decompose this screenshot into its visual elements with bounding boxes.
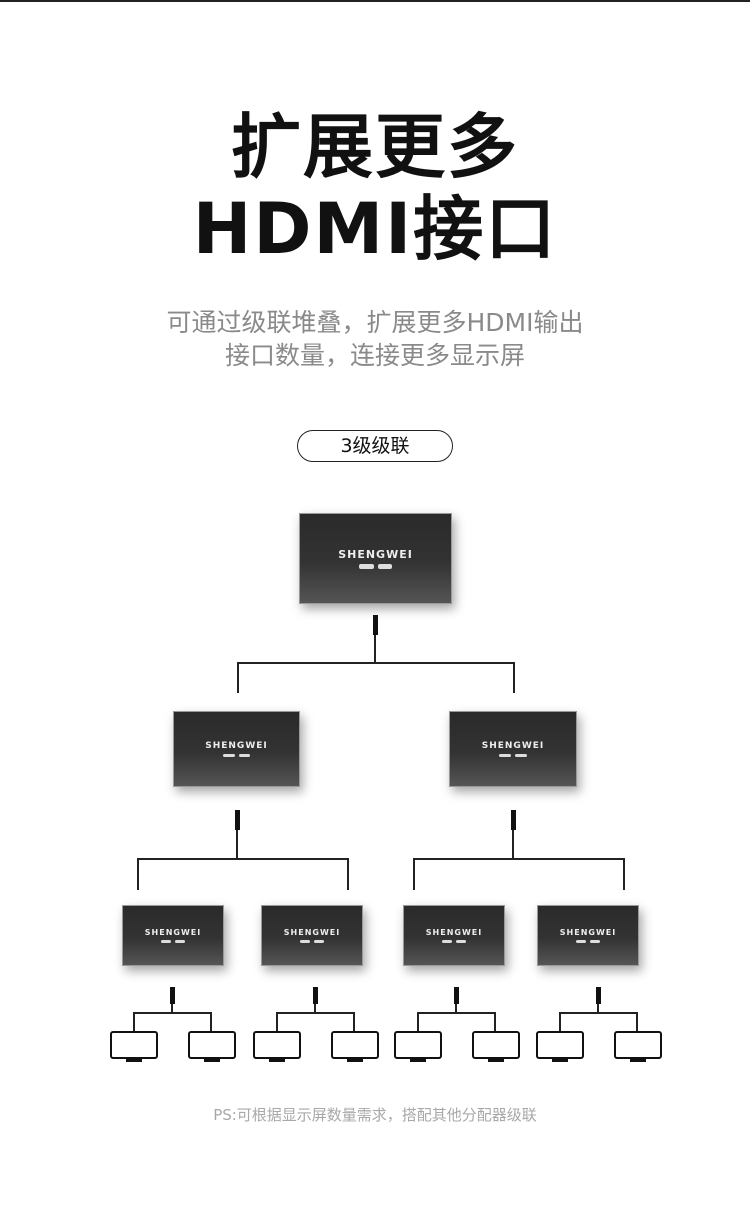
hdmi-plug	[373, 615, 378, 635]
subtitle-line1: 可通过级联堆叠，扩展更多HDMI输出	[166, 308, 584, 337]
splitter-level-3: SHENGWEI	[122, 905, 224, 966]
cable-line	[559, 1012, 637, 1014]
monitor-icon	[472, 1031, 520, 1062]
cable-line	[636, 1012, 638, 1031]
device-indicator-lights	[575, 939, 601, 944]
device-brand-logo: SHENGWEI	[425, 927, 483, 937]
monitor-icon	[110, 1031, 158, 1062]
cable-line	[133, 1012, 135, 1031]
cable-line	[133, 1012, 211, 1014]
cable-line	[347, 858, 349, 890]
cable-line	[314, 1004, 316, 1012]
cable-line	[237, 662, 239, 693]
cable-line	[236, 830, 238, 858]
cascade-level-badge: 3级级联	[297, 430, 453, 462]
device-indicator-lights	[160, 939, 186, 944]
monitor-icon	[331, 1031, 379, 1062]
hdmi-plug	[454, 987, 459, 1004]
hdmi-plug	[313, 987, 318, 1004]
device-brand-logo: SHENGWEI	[144, 927, 202, 937]
device-brand-logo: SHENGWEI	[205, 740, 268, 751]
cable-line	[455, 1004, 457, 1012]
headline-line1: 扩展更多	[231, 106, 519, 188]
splitter-level-1: SHENGWEI	[299, 513, 452, 604]
cable-line	[623, 858, 625, 890]
subtitle-line2: 接口数量，连接更多显示屏	[224, 341, 525, 370]
headline-line2: HDMI接口	[192, 188, 558, 270]
cable-line	[417, 1012, 419, 1031]
top-border	[0, 0, 750, 2]
monitor-icon	[188, 1031, 236, 1062]
cable-line	[597, 1004, 599, 1012]
cable-line	[513, 662, 515, 693]
splitter-level-3: SHENGWEI	[537, 905, 639, 966]
device-indicator-lights	[359, 564, 392, 569]
device-indicator-lights	[299, 939, 325, 944]
hdmi-plug	[596, 987, 601, 1004]
monitor-icon	[253, 1031, 301, 1062]
cable-line	[417, 1012, 495, 1014]
device-brand-logo: SHENGWEI	[338, 548, 413, 562]
cable-line	[512, 830, 514, 858]
hdmi-plug	[511, 810, 516, 830]
cable-line	[413, 858, 624, 860]
monitor-icon	[394, 1031, 442, 1062]
footnote: PS:可根据显示屏数量需求，搭配其他分配器级联	[213, 1106, 537, 1124]
cable-line	[353, 1012, 355, 1031]
device-brand-logo: SHENGWEI	[283, 927, 341, 937]
cable-line	[137, 858, 348, 860]
device-indicator-lights	[222, 753, 251, 758]
splitter-level-3: SHENGWEI	[261, 905, 363, 966]
cable-line	[413, 858, 415, 890]
splitter-level-2: SHENGWEI	[173, 711, 300, 787]
hdmi-plug	[235, 810, 240, 830]
cable-line	[494, 1012, 496, 1031]
cable-line	[559, 1012, 561, 1031]
device-brand-logo: SHENGWEI	[481, 740, 545, 751]
splitter-level-2: SHENGWEI	[449, 711, 577, 787]
cable-line	[210, 1012, 212, 1031]
hdmi-plug	[170, 987, 175, 1004]
monitor-icon	[536, 1031, 584, 1062]
device-brand-logo: SHENGWEI	[559, 927, 617, 937]
cable-line	[276, 1012, 354, 1014]
splitter-level-3: SHENGWEI	[403, 905, 505, 966]
cable-line	[276, 1012, 278, 1031]
device-indicator-lights	[441, 939, 467, 944]
device-indicator-lights	[499, 753, 527, 758]
cable-line	[171, 1004, 173, 1012]
cable-line	[137, 858, 139, 890]
cable-line	[237, 662, 514, 664]
cable-line	[374, 635, 376, 662]
monitor-icon	[614, 1031, 662, 1062]
